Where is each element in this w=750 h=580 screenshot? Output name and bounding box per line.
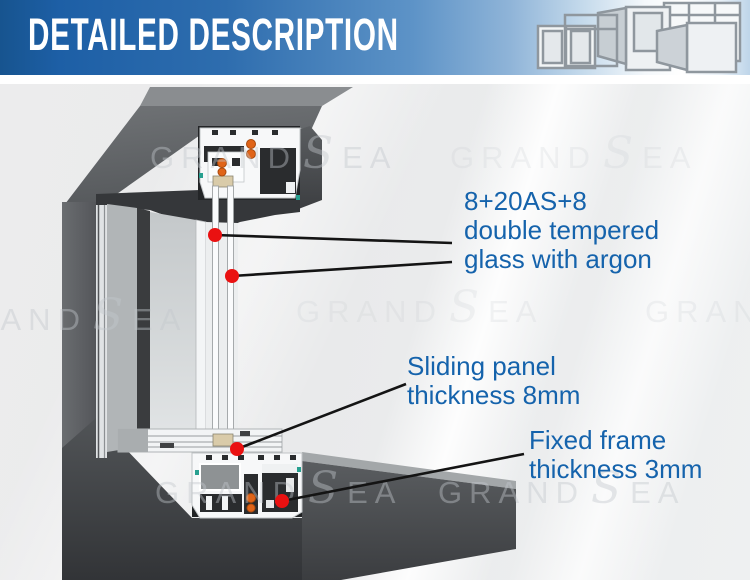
header-banner: DETAILED DESCRIPTION xyxy=(0,0,750,75)
annotation-line: double tempered xyxy=(464,215,660,245)
top-profile-cross-section xyxy=(198,126,301,200)
fastener-ports-top xyxy=(217,139,256,177)
windows-collection-icon xyxy=(536,1,742,74)
floor-sill xyxy=(62,418,516,580)
annotation-line: thickness 8mm xyxy=(407,380,581,410)
fastener-ports-bottom xyxy=(246,493,256,513)
annotation-line: thickness 3mm xyxy=(529,454,703,484)
annotation-line: Sliding panel xyxy=(407,351,556,381)
annotation-sliding-panel: Sliding panel thickness 8mm xyxy=(407,352,580,410)
callout-dot-outer-glass xyxy=(208,228,222,242)
callout-dot-inner-glass xyxy=(225,269,239,283)
annotation-line: Fixed frame xyxy=(529,425,667,455)
glass-spacer-top xyxy=(212,175,234,188)
leader-lines xyxy=(214,233,525,503)
callout-dots xyxy=(208,228,289,508)
callout-dot-sliding-panel xyxy=(230,442,244,456)
glass-spacer-bottom xyxy=(212,433,234,447)
annotation-fixed-frame: Fixed frame thickness 3mm xyxy=(529,426,702,484)
annotation-line: 8+20AS+8 xyxy=(464,186,587,216)
page-title: DETAILED DESCRIPTION xyxy=(28,8,399,60)
beam-underside-shadow xyxy=(96,190,300,233)
banner-divider xyxy=(0,75,750,84)
annotation-glass-spec: 8+20AS+8 double tempered glass with argo… xyxy=(464,187,659,274)
bottom-profile-cross-section xyxy=(191,452,303,519)
left-wall xyxy=(62,202,96,464)
callout-dot-fixed-frame xyxy=(275,494,289,508)
annotation-line: glass with argon xyxy=(464,244,652,274)
